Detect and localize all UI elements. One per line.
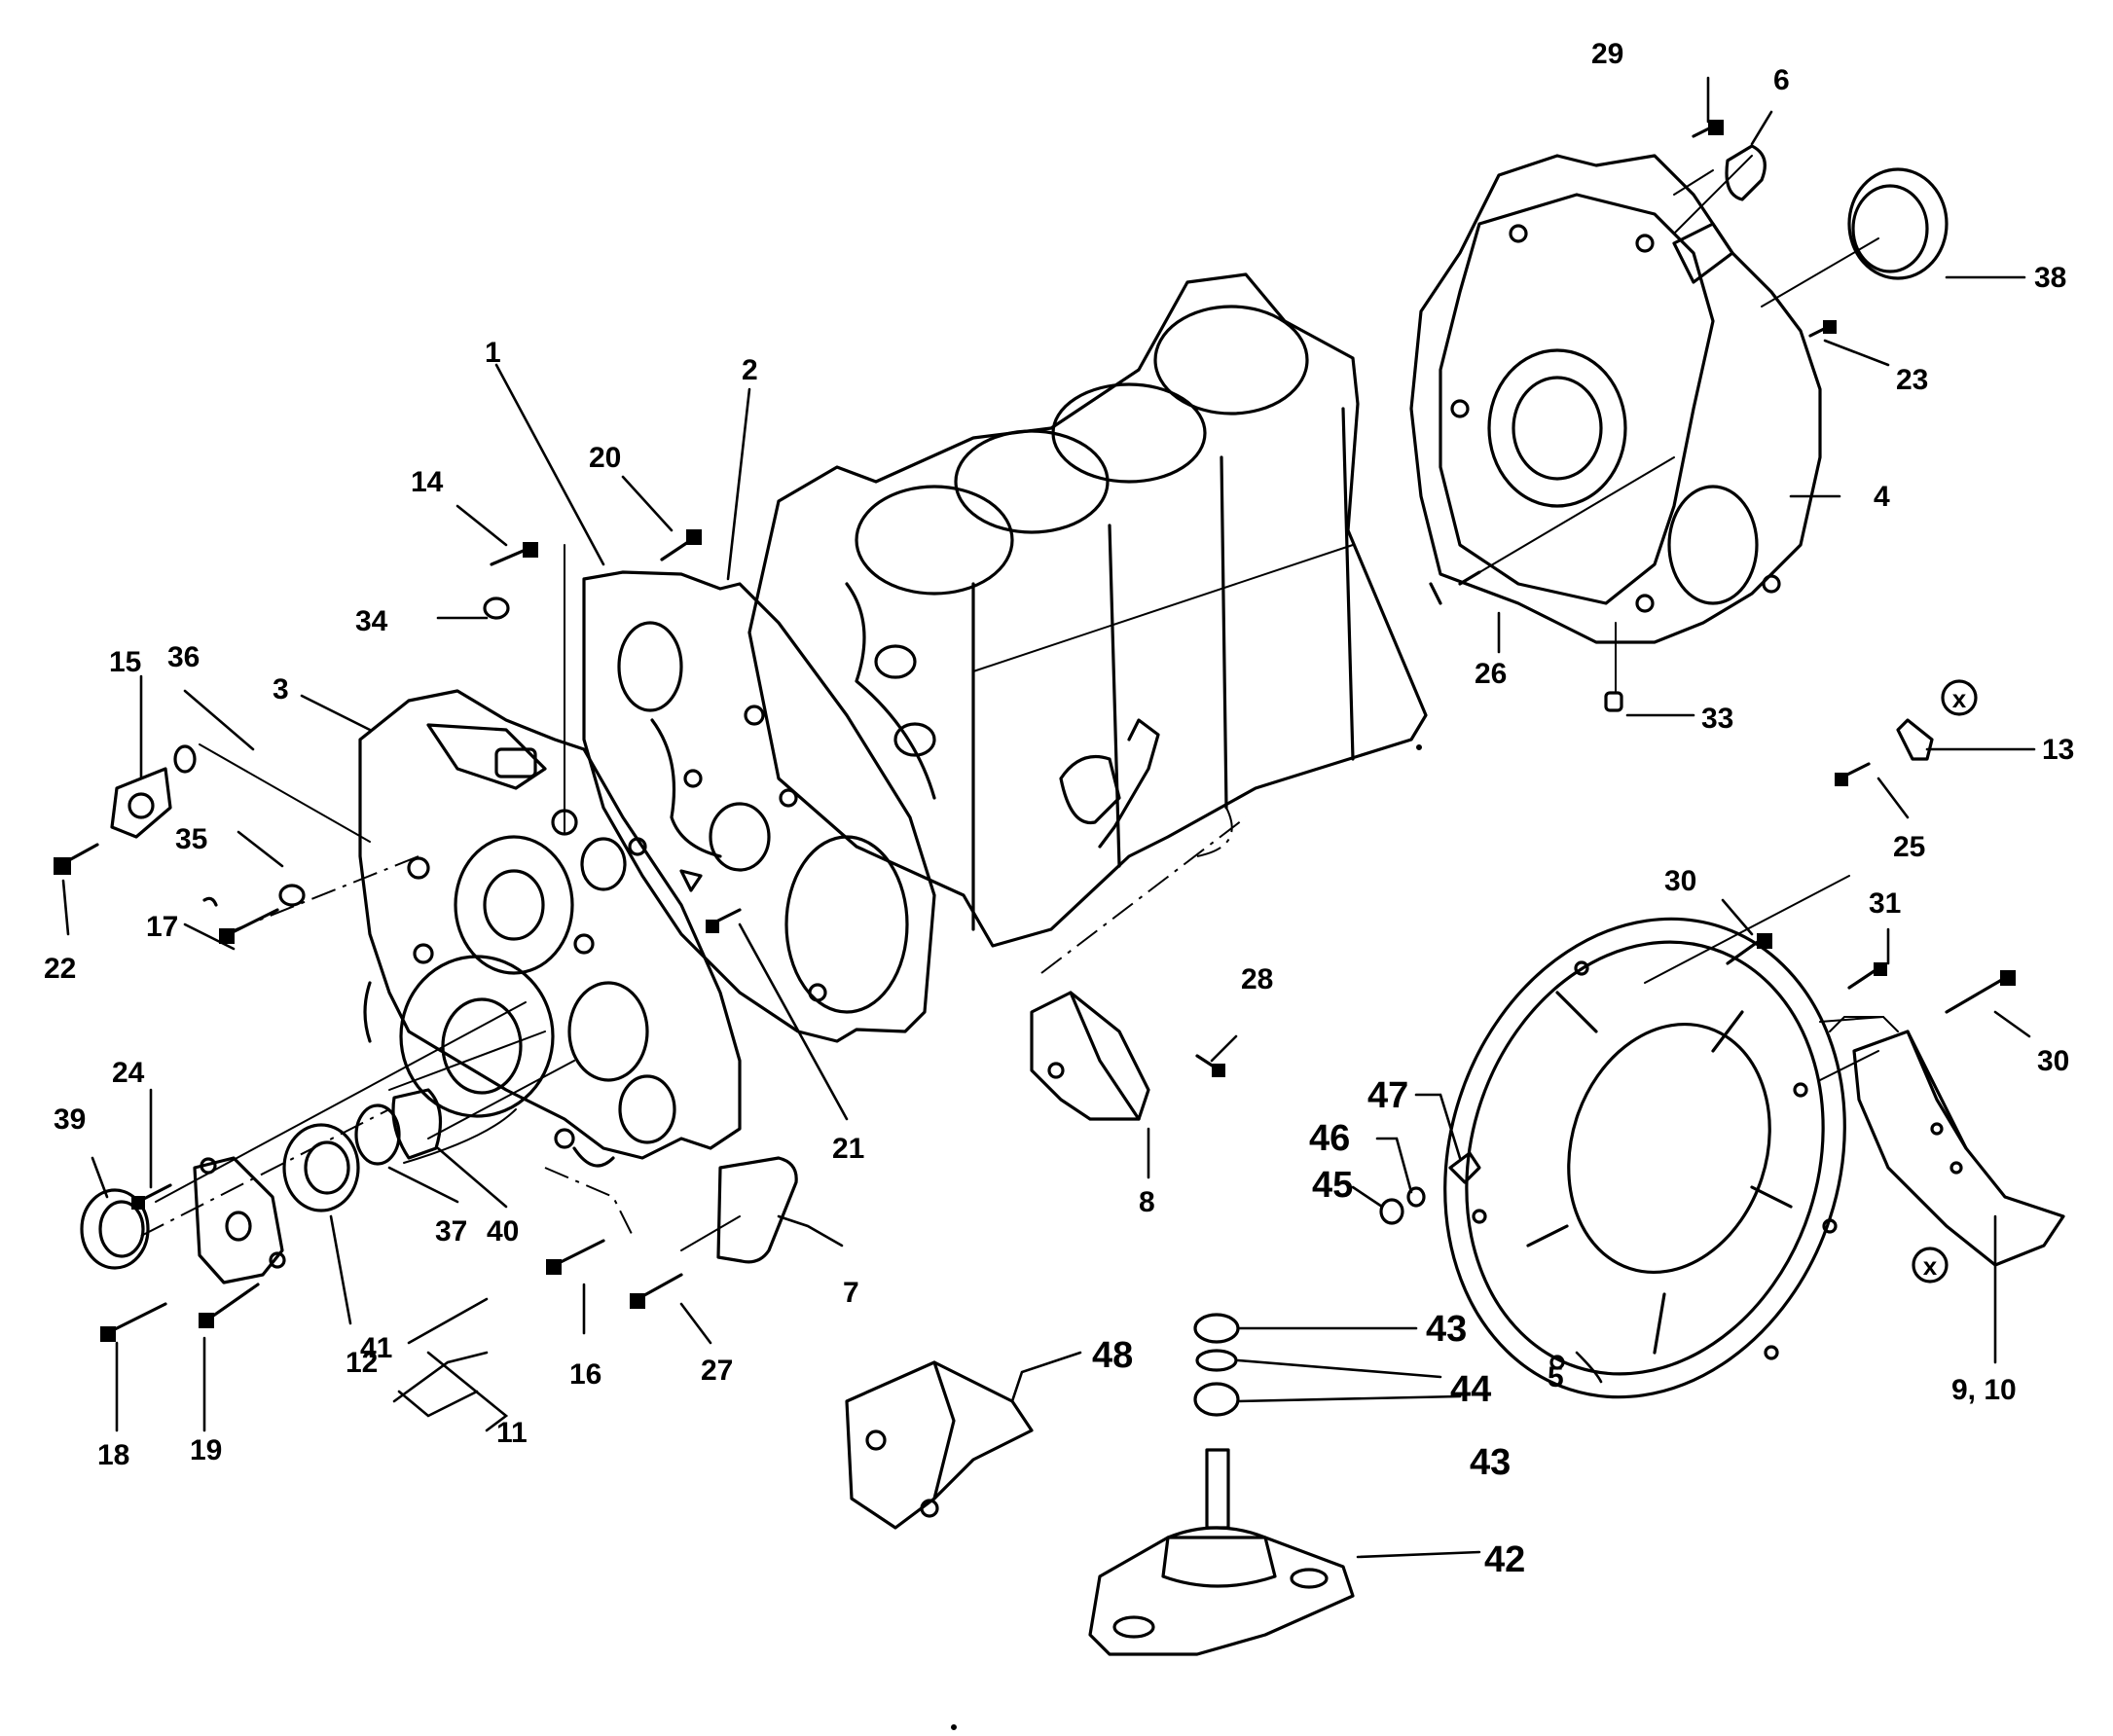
- callout-43-bottom: 43: [1470, 1442, 1511, 1483]
- callout-46: 46: [1309, 1118, 1350, 1159]
- callout-22: 22: [44, 953, 76, 985]
- timing-plate: [582, 570, 936, 1043]
- callout-40: 40: [487, 1215, 519, 1248]
- leader-lines: [61, 76, 2036, 1559]
- callout-41: 41: [360, 1332, 392, 1364]
- bolts: [54, 120, 2016, 1342]
- callout-13: 13: [2042, 734, 2074, 766]
- callout-19: 19: [190, 1434, 222, 1466]
- callout-4: 4: [1874, 481, 1890, 513]
- callout-30-top: 30: [1664, 865, 1696, 897]
- plug-6: [1725, 144, 1767, 201]
- callout-3: 3: [273, 673, 289, 705]
- front-seal-group: [80, 1088, 798, 1284]
- callout-28: 28: [1241, 963, 1273, 995]
- reference-marker-top-label: x: [1952, 684, 1967, 713]
- callout-18: 18: [97, 1439, 129, 1471]
- callout-15: 15: [109, 646, 141, 678]
- callout-7: 7: [843, 1277, 859, 1309]
- callout-1: 1: [485, 337, 501, 369]
- callout-20: 20: [589, 442, 621, 474]
- reference-marker-bottom-label: x: [1923, 1251, 1938, 1281]
- callout-17: 17: [146, 911, 178, 943]
- fittings-45-47: [1379, 1151, 1481, 1225]
- callout-16: 16: [569, 1358, 601, 1391]
- callout-39: 39: [54, 1103, 86, 1136]
- callout-24: 24: [112, 1057, 145, 1089]
- timing-cover: [358, 689, 742, 1168]
- callout-45: 45: [1312, 1165, 1353, 1206]
- stray-mark: [1416, 744, 1422, 750]
- callout-25: 25: [1893, 831, 1925, 863]
- small-cover-15: [110, 744, 197, 839]
- callout-11: 11: [496, 1417, 528, 1449]
- callout-26: 26: [1475, 658, 1507, 690]
- callout-33: 33: [1701, 703, 1733, 735]
- callout-44: 44: [1450, 1369, 1491, 1410]
- mount-bracket-48: [845, 1360, 1034, 1530]
- callout-9-10: 9, 10: [1951, 1374, 2017, 1406]
- clip-13: [1896, 718, 1934, 761]
- callout-23: 23: [1896, 364, 1928, 396]
- callout-43-top: 43: [1426, 1309, 1467, 1350]
- mount-bracket-8: [1030, 991, 1150, 1121]
- callout-47: 47: [1367, 1075, 1408, 1116]
- callout-labels: 1 2 3 4 5 6 7 8 9, 10 11 12 13 14 15 16 …: [44, 38, 2074, 1580]
- callout-42: 42: [1484, 1539, 1525, 1580]
- callout-37: 37: [435, 1215, 467, 1248]
- adapter-plate-5: [1443, 917, 1846, 1399]
- callout-36: 36: [167, 641, 200, 673]
- callout-29: 29: [1591, 38, 1623, 70]
- callout-35: 35: [175, 823, 207, 855]
- callout-12: 12: [346, 1347, 378, 1379]
- callout-30-right: 30: [2037, 1045, 2069, 1077]
- callout-34: 34: [355, 605, 388, 637]
- stray-mark: [951, 1724, 957, 1730]
- reference-marker-top: [1941, 679, 1978, 716]
- assembly-lines: [140, 807, 1247, 1237]
- callout-31: 31: [1869, 887, 1901, 920]
- callout-6: 6: [1773, 64, 1790, 96]
- callout-5: 5: [1548, 1361, 1564, 1393]
- callout-2: 2: [742, 354, 758, 386]
- reference-markers: x x: [1912, 679, 1978, 1284]
- engine-mount: [1088, 1313, 1355, 1656]
- rear-seal-38: [1847, 167, 1949, 280]
- callout-27: 27: [701, 1355, 733, 1387]
- callout-8: 8: [1139, 1186, 1155, 1218]
- flywheel-housing: [1409, 154, 1822, 644]
- callout-14: 14: [411, 466, 444, 498]
- callout-21: 21: [832, 1133, 864, 1165]
- mount-bracket-9-10: [1852, 1030, 2065, 1267]
- reference-marker-bottom: [1912, 1247, 1949, 1284]
- callout-48: 48: [1092, 1335, 1133, 1376]
- guide-lines: [155, 155, 1899, 1251]
- callout-38: 38: [2034, 262, 2066, 294]
- engine-block: [747, 272, 1428, 948]
